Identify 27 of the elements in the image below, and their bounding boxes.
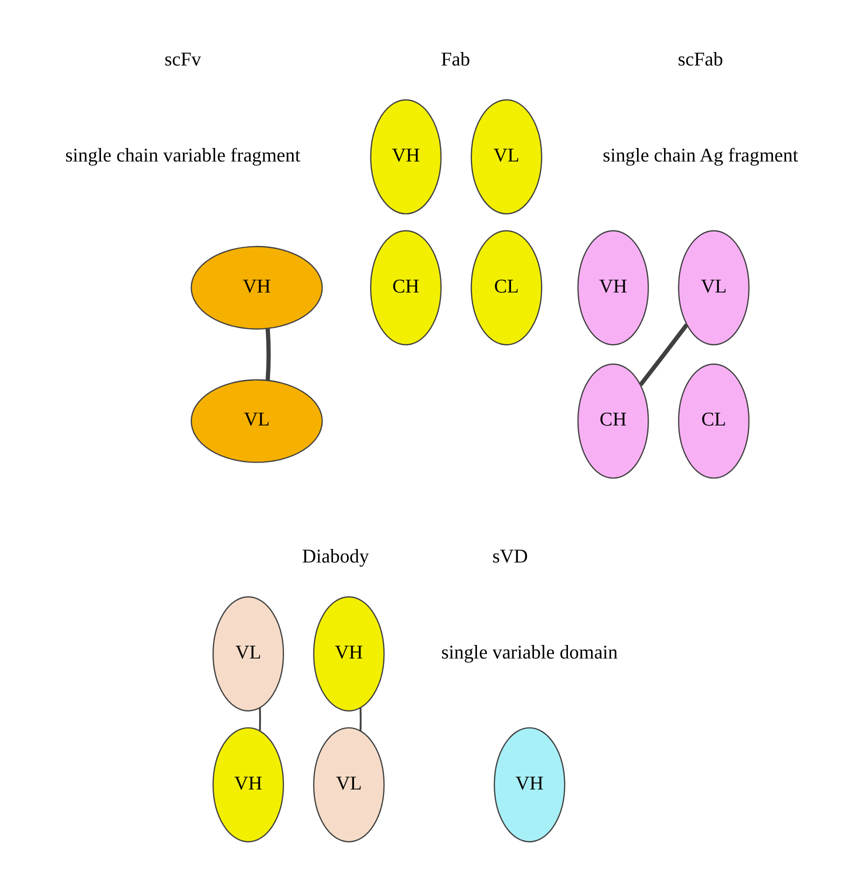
label: sVD	[492, 546, 528, 568]
label: Diabody	[302, 546, 369, 568]
node-ellipse: VH	[494, 727, 566, 842]
node-ellipse: CL	[678, 364, 750, 479]
node-ellipse: VH	[212, 727, 284, 842]
label: scFab	[678, 50, 724, 71]
node-ellipse: VH	[190, 246, 323, 330]
label: single chain variable fragment	[65, 145, 300, 166]
connector	[360, 708, 362, 731]
label: scFv	[164, 50, 202, 71]
node-ellipse: CH	[370, 230, 442, 346]
node-ellipse: VL	[212, 596, 284, 712]
node-ellipse: VL	[470, 99, 542, 214]
node-ellipse: CH	[577, 364, 649, 479]
node-ellipse: VL	[313, 727, 385, 842]
connector	[638, 323, 688, 386]
label: single variable domain	[441, 642, 618, 664]
node-ellipse: VH	[370, 99, 442, 214]
label: Fab	[441, 50, 470, 71]
node-ellipse: VL	[678, 230, 750, 346]
node-ellipse: VH	[577, 230, 649, 346]
node-ellipse: VH	[313, 596, 385, 712]
node-ellipse: VL	[190, 379, 323, 463]
label: single chain Ag fragment	[602, 145, 798, 166]
connector	[259, 708, 261, 731]
node-ellipse: CL	[470, 230, 542, 346]
connector	[266, 328, 271, 381]
